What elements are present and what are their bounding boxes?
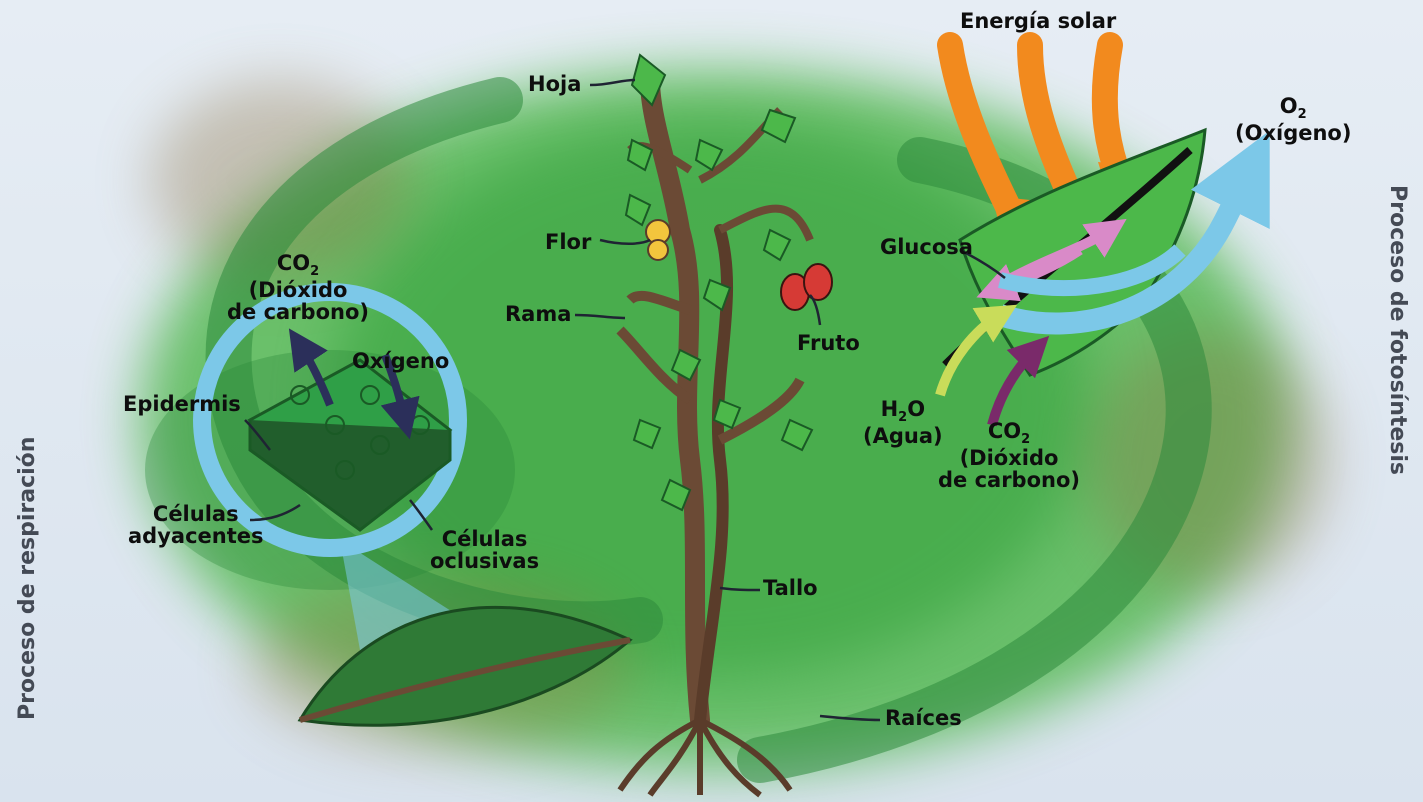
respiration-leaf (297, 605, 633, 727)
label-tallo: Tallo (763, 576, 818, 600)
respiration-process-label: Proceso de respiración (15, 436, 40, 720)
label-hoja: Hoja (528, 72, 582, 96)
fruit (780, 263, 833, 311)
tree-leaves (624, 53, 814, 512)
label-glucosa: Glucosa (880, 235, 973, 259)
label-epidermis: Epidermis (123, 392, 241, 416)
flower (645, 219, 671, 261)
label-celulas-oclusivas: Células oclusivas (430, 527, 540, 574)
label-h2o: H2O (Agua) (863, 397, 943, 448)
label-co2-right: CO2 (Dióxido de carbono) (938, 419, 1080, 492)
leader-lines (244, 78, 1006, 722)
label-fruto: Fruto (797, 331, 860, 355)
label-oxigeno: Oxígeno (352, 349, 450, 373)
stomata-magnifier (145, 283, 520, 655)
label-rama: Rama (505, 302, 572, 326)
label-flor: Flor (545, 230, 592, 254)
photosynthesis-leaf (935, 127, 1270, 427)
label-o2-top: O2 (Oxígeno) (1235, 94, 1352, 145)
label-energia-solar: Energía solar (960, 9, 1117, 33)
photosynthesis-process-label: Proceso de fotosíntesis (1385, 185, 1410, 476)
label-celulas-adyacentes: Células adyacentes (128, 502, 264, 549)
label-co2-left: CO2 (Dióxido de carbono) (227, 251, 369, 324)
label-raices: Raíces (885, 706, 962, 730)
